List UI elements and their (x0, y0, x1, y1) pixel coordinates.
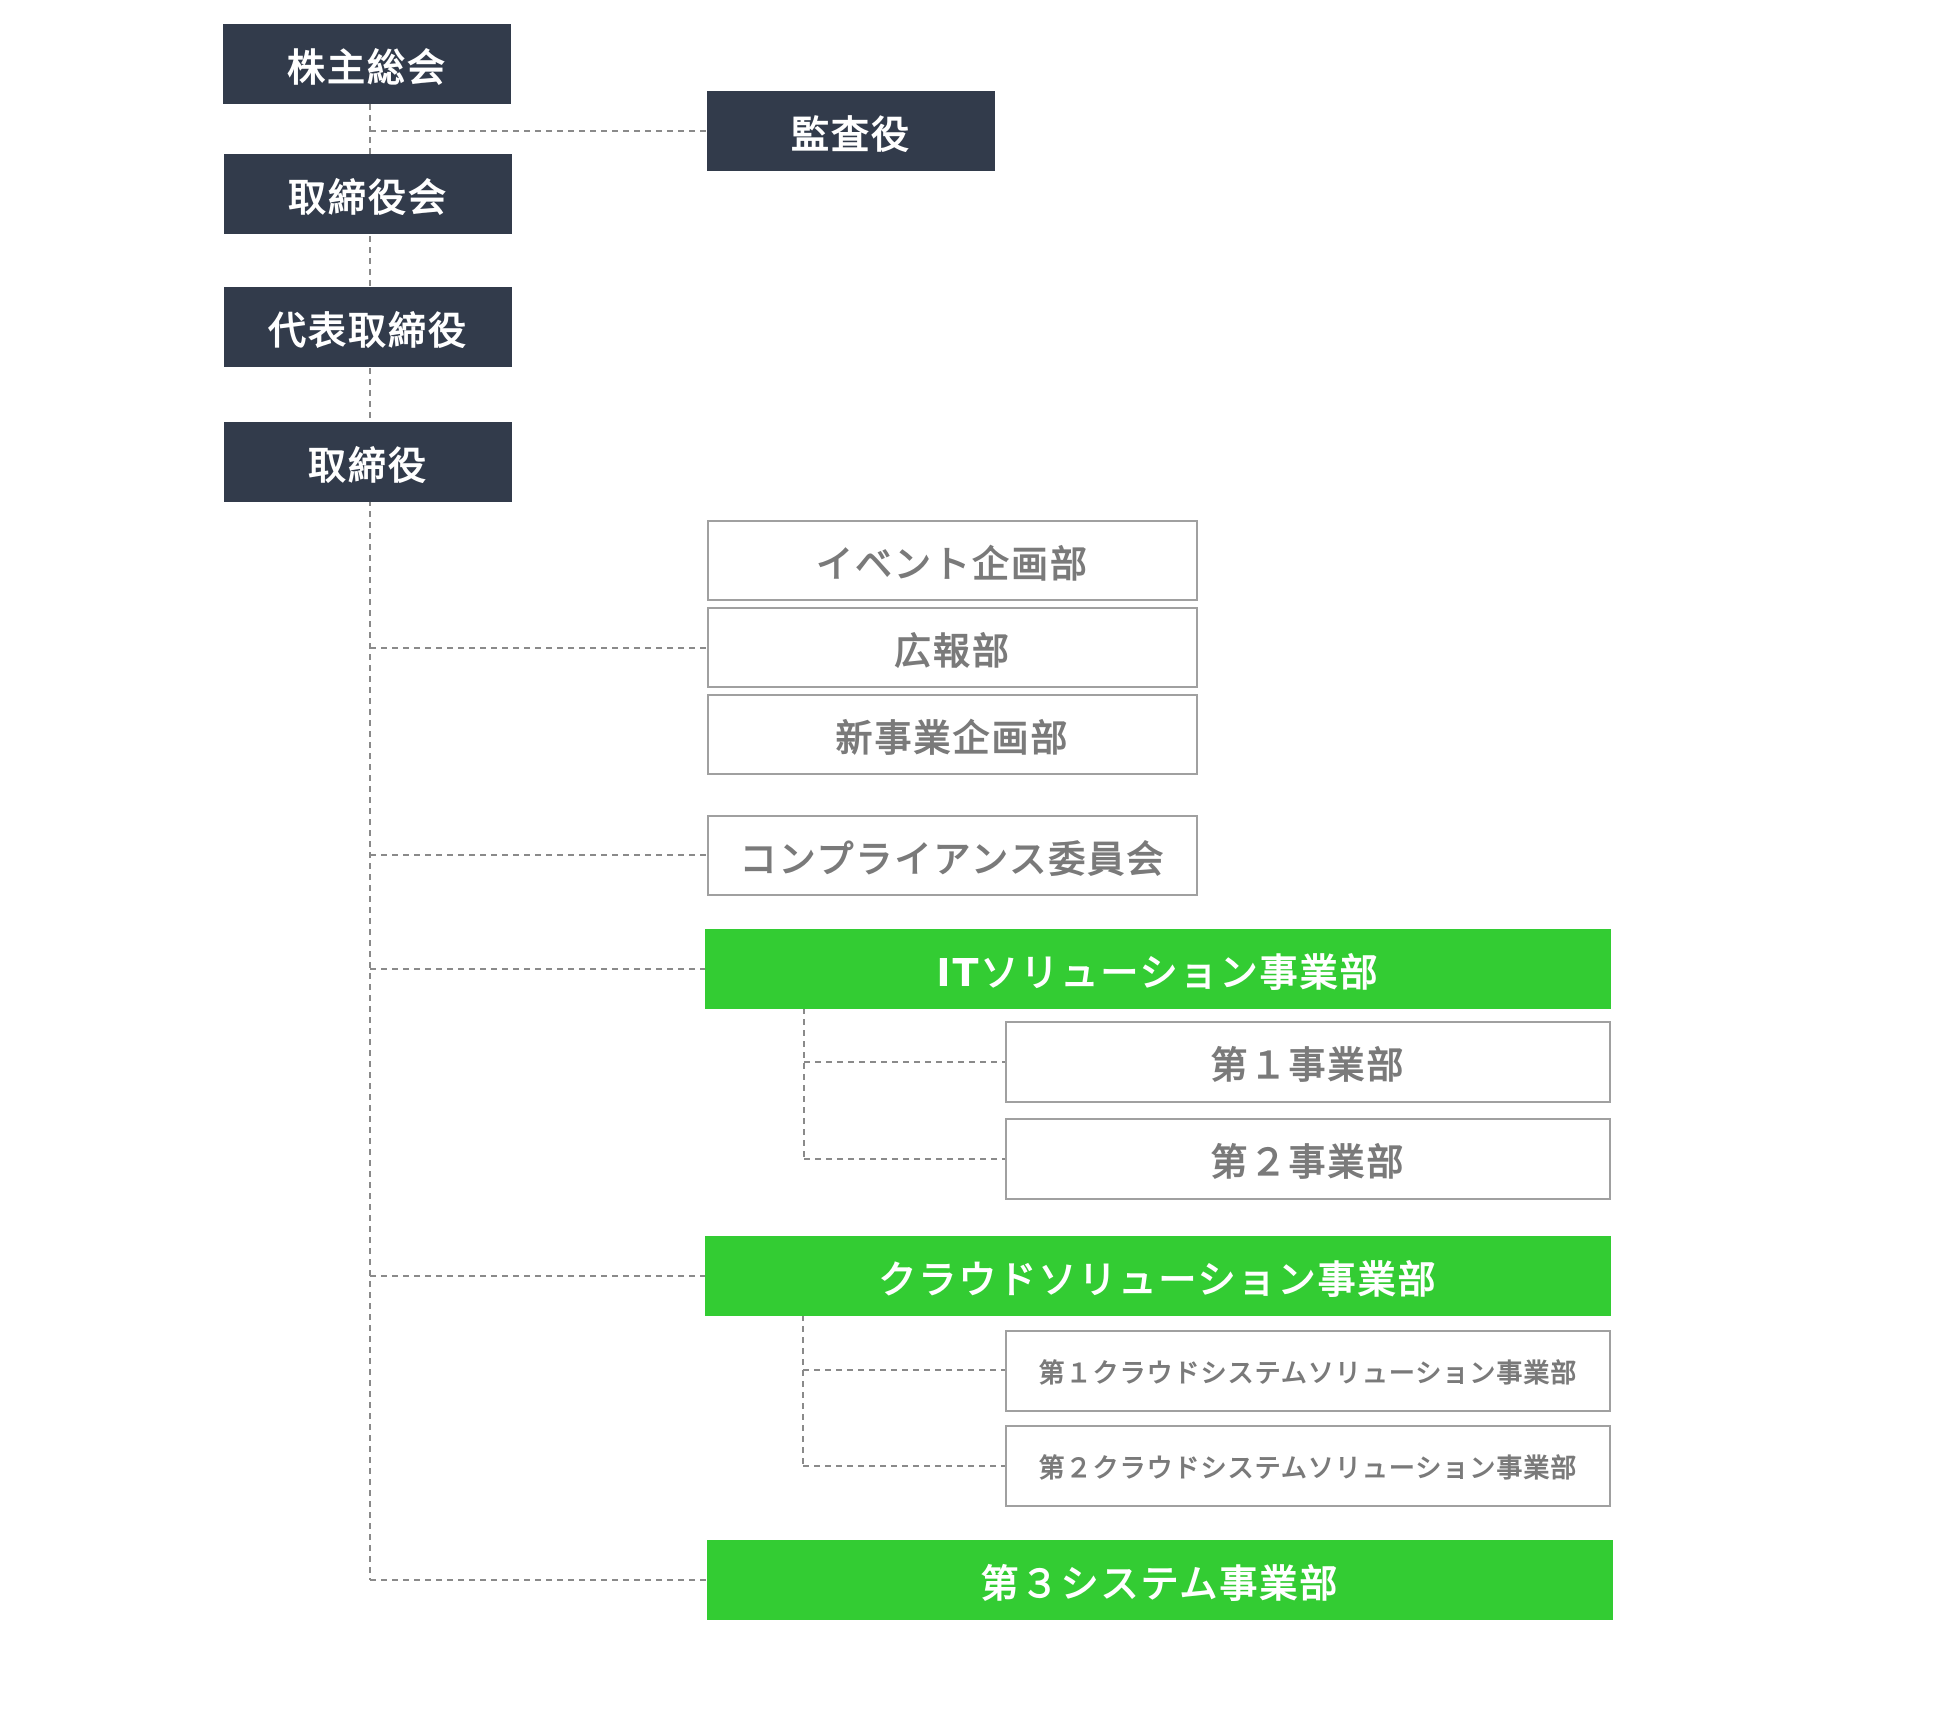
it-solutions-box: ITソリューション事業部 (705, 929, 1611, 1009)
director-label: 取締役 (307, 443, 428, 488)
it-solutions-label: ITソリューション事業部 (936, 950, 1380, 995)
public-relations-box: 広報部 (707, 607, 1198, 688)
it-division-2-box: 第２事業部 (1005, 1118, 1611, 1200)
it-division-1-box: 第１事業部 (1005, 1021, 1611, 1103)
representative-director-box: 代表取締役 (224, 287, 512, 367)
new-business-planning-label: 新事業企画部 (835, 716, 1070, 760)
auditor-box: 監査役 (707, 91, 995, 171)
event-planning-box: イベント企画部 (707, 520, 1198, 601)
shareholders-meeting-label: 株主総会 (286, 45, 447, 90)
auditor-label: 監査役 (790, 112, 911, 157)
cloud-division-1-box: 第１クラウドシステムソリューション事業部 (1005, 1330, 1611, 1412)
third-system-box: 第３システム事業部 (707, 1540, 1613, 1620)
public-relations-label: 広報部 (894, 629, 1011, 673)
compliance-committee-label: コンプライアンス委員会 (739, 837, 1166, 881)
board-of-directors-box: 取締役会 (224, 154, 512, 234)
cloud-division-2-label: 第２クラウドシステムソリューション事業部 (1038, 1453, 1578, 1484)
board-of-directors-label: 取締役会 (287, 175, 448, 220)
representative-director-label: 代表取締役 (267, 308, 468, 353)
new-business-planning-box: 新事業企画部 (707, 694, 1198, 775)
third-system-label: 第３システム事業部 (980, 1561, 1340, 1606)
cloud-solutions-box: クラウドソリューション事業部 (705, 1236, 1611, 1316)
it-division-2-label: 第２事業部 (1210, 1141, 1406, 1184)
event-planning-label: イベント企画部 (816, 542, 1089, 586)
cloud-division-2-box: 第２クラウドシステムソリューション事業部 (1005, 1425, 1611, 1507)
cloud-division-1-label: 第１クラウドシステムソリューション事業部 (1038, 1358, 1578, 1389)
cloud-solutions-label: クラウドソリューション事業部 (878, 1257, 1438, 1302)
shareholders-meeting-box: 株主総会 (223, 24, 511, 104)
it-division-1-label: 第１事業部 (1210, 1044, 1406, 1087)
director-box: 取締役 (224, 422, 512, 502)
compliance-committee-box: コンプライアンス委員会 (707, 815, 1198, 896)
